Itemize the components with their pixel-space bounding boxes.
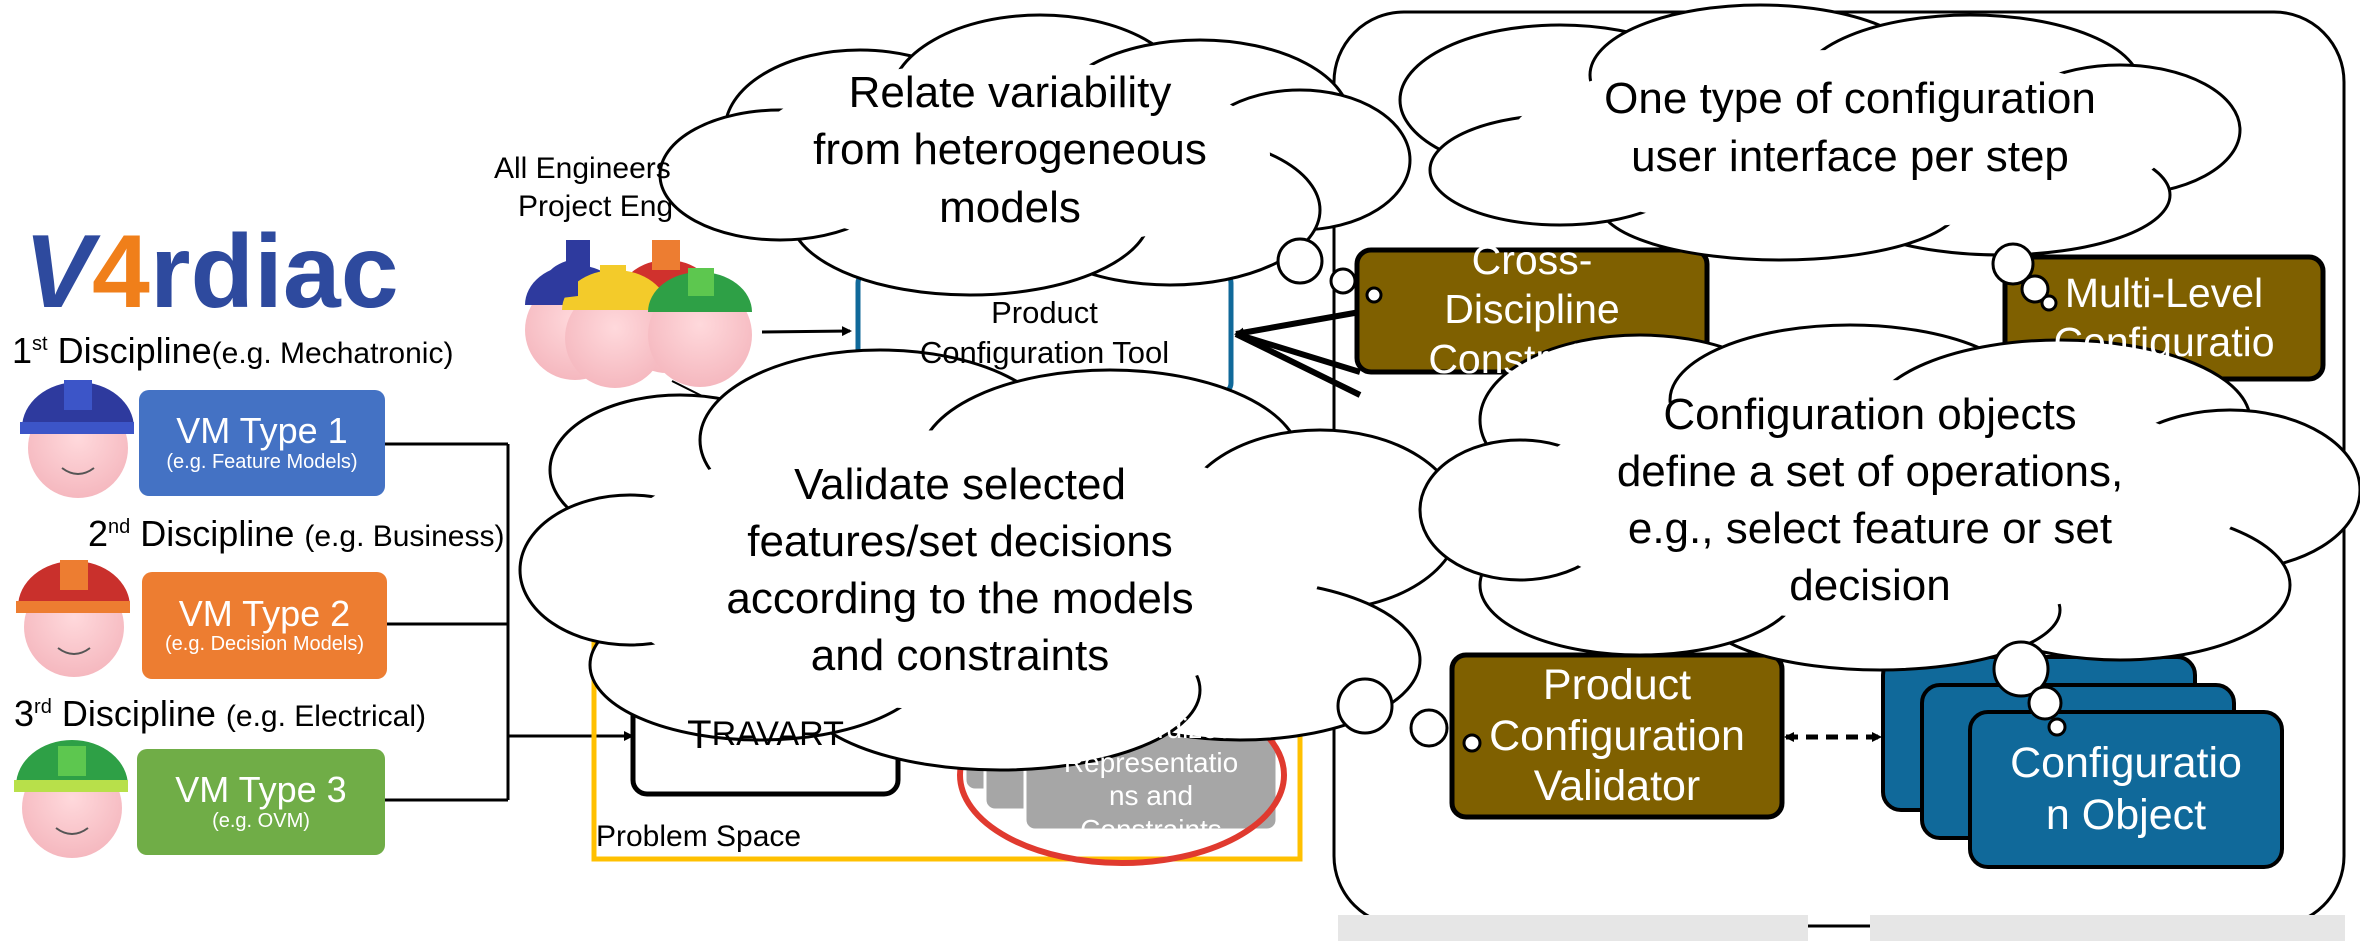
cloud-3-bubble-3	[1462, 733, 1482, 753]
cross-discipline-text: Cross- Discipline Constraints	[1428, 240, 1636, 380]
cloud-2-bubble-3	[2040, 294, 2058, 312]
engineers-arrow	[761, 326, 852, 337]
cloud-4-shape	[1418, 323, 2360, 672]
cloud-1-bubble-1	[1276, 237, 1324, 285]
cloud-4-text: Configuration objects define a set of op…	[1616, 389, 2124, 611]
cloud-1-shape	[658, 13, 1412, 297]
cloud-4-bubble-1	[1992, 640, 2050, 698]
config-object-front	[1968, 710, 2284, 869]
discipline-1-label: 1st Discipline(e.g. Mechatronic)	[12, 330, 454, 371]
v4rdiac-logo: V 4 rdiac	[24, 214, 399, 330]
cloud-2-bubble-1	[1991, 242, 2035, 286]
vm-type-2-text: VM Type 2 (e.g. Decision Models)	[165, 592, 364, 656]
discipline-2-label: 2nd Discipline (e.g. Business)	[88, 513, 505, 554]
cloud-1-bubble-3	[1365, 286, 1383, 304]
product-config-tool-text: Product Configuration Tool	[919, 294, 1170, 370]
logo-4: 4	[92, 214, 150, 330]
validator-text: Product Configuration Validator	[1489, 660, 1745, 811]
cloud-4-bubble-3	[2047, 717, 2067, 737]
cloud-4-bubble-2	[2027, 685, 2063, 721]
cloud-3-bubble-2	[1409, 708, 1449, 748]
vm-type-2-box	[142, 572, 387, 679]
engineers-group-icon	[525, 240, 752, 388]
problem-space-label: Problem Space	[596, 820, 802, 853]
engineer-2-icon	[16, 560, 130, 677]
cloud-3-text: Validate selected features/set decisions…	[726, 459, 1194, 681]
cloud-2-bubble-2	[2020, 274, 2050, 304]
vm-type-1-box	[139, 390, 385, 496]
config-object-text: Configuratio n Object	[2010, 738, 2242, 839]
vm-type-3-text: VM Type 3 (e.g. OVM)	[175, 769, 347, 832]
discipline-3-label: 3rd Discipline (e.g. Electrical)	[14, 693, 426, 734]
bottom-strip-2	[1870, 915, 2345, 941]
engineer-3-icon	[14, 740, 128, 858]
engineer-1-icon	[20, 380, 134, 498]
logo-rdiac: rdiac	[150, 214, 399, 330]
bottom-strip	[1338, 915, 1808, 941]
cloud-3-bubble-1	[1336, 677, 1394, 735]
vm-type-3-box	[137, 749, 385, 855]
cloud-1-text: Relate variability from heterogeneous mo…	[813, 68, 1207, 232]
cloud-2-shape	[1398, 3, 2242, 262]
vm-connectors	[385, 442, 634, 802]
logo-v: V	[24, 214, 101, 330]
cloud-3-shape	[518, 348, 1462, 772]
standardized-text: Standardized Representatio ns and Constr…	[1063, 713, 1239, 830]
cloud-1-bubble-2	[1329, 267, 1357, 295]
engineers-label-2: Project Eng	[518, 190, 674, 223]
tool-input-arrows	[1234, 309, 1362, 398]
engineers-label-1: All Engineers	[494, 152, 671, 185]
vm-type-1-text: VM Type 1 (e.g. Feature Models)	[166, 410, 358, 473]
cloud-2-text: One type of configuration user interface…	[1604, 74, 2096, 181]
multi-level-text: Multi-Level Configuratio	[2053, 269, 2275, 365]
